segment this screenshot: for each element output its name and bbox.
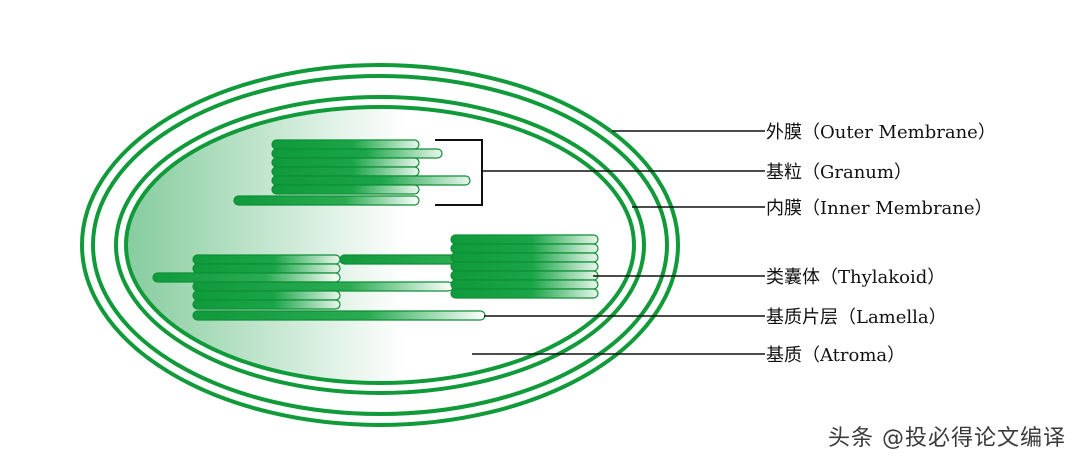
stroma-lamella [192,281,454,292]
thylakoid-disc [450,261,599,272]
upper-granum [233,139,471,206]
label-inner-membrane: 内膜（Inner Membrane） [766,198,993,219]
label-outer-membrane: 外膜（Outer Membrane） [766,122,996,143]
thylakoid-disc [271,148,443,159]
label-lamella: 基质片层（Lamella） [766,307,947,328]
lower-left-granum [152,254,486,321]
thylakoid-disc [192,290,341,301]
thylakoid-disc [450,288,599,299]
thylakoid-disc [450,243,599,254]
outer-membrane [80,63,680,427]
label-thylakoid: 类囊体（Thylakoid） [766,267,945,288]
thylakoid-disc [192,254,341,265]
labels: 外膜（Outer Membrane） 基粒（Granum） 内膜（Inner M… [766,122,996,366]
stroma-lamella [192,310,486,321]
thylakoid-disc [192,263,341,274]
watermark: 头条 @投必得论文编译 [828,426,1066,451]
stroma-lamella [152,272,341,283]
thylakoid-disc [450,234,599,245]
thylakoid-disc [271,157,420,168]
thylakoid-disc [450,252,599,263]
label-stroma: 基质（Atroma） [766,345,905,366]
granum-bracket [435,139,483,206]
label-granum: 基粒（Granum） [766,162,912,183]
leader-lines [472,130,765,355]
thylakoid-disc [271,184,420,195]
thylakoid-disc [271,175,471,186]
thylakoid-disc [271,139,420,150]
lower-right-granum [450,234,599,299]
thylakoid-disc [271,166,420,177]
thylakoid-disc [192,299,341,310]
stroma-lamella [233,195,420,206]
thylakoid-disc [450,279,599,290]
thylakoid-disc [450,270,599,281]
